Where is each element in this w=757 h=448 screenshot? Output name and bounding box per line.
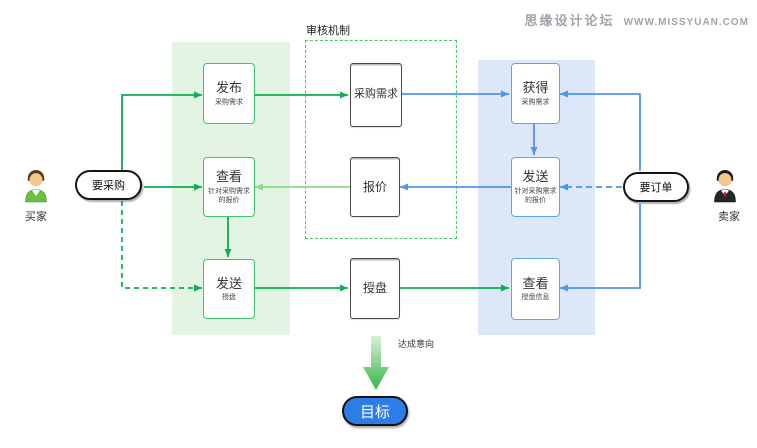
node-subtitle: 授盘 xyxy=(222,294,236,302)
node-audit-demand: 采购需求 xyxy=(350,63,402,127)
node-subtitle: 针对采购需求的报价 xyxy=(514,187,557,204)
node-title: 发布 xyxy=(215,80,242,96)
audit-area-rect xyxy=(305,40,457,239)
node-title: 查看 xyxy=(215,169,242,185)
node-title: 授盘 xyxy=(362,281,387,296)
node-buyer-send: 发送 授盘 xyxy=(203,259,255,319)
node-seller-send: 发送 针对采购需求的报价 xyxy=(511,157,560,217)
watermark-site-name: 思缘设计论坛 xyxy=(524,13,615,28)
buyer-person-icon xyxy=(25,170,47,203)
outcome-arrow xyxy=(363,336,389,390)
node-audit-quote: 报价 xyxy=(350,157,400,217)
watermark: 思缘设计论坛 WWW.MISSYUAN.COM xyxy=(525,10,749,29)
node-title: 发送 xyxy=(215,275,242,291)
node-subtitle: 采购需求 xyxy=(215,98,243,106)
node-subtitle: 采购需求 xyxy=(521,98,550,106)
node-seller-obtain: 获得 采购需求 xyxy=(511,63,560,124)
seller-person-icon xyxy=(714,170,736,203)
node-title: 发送 xyxy=(522,169,549,185)
goal-node: 目标 xyxy=(342,396,408,426)
node-title: 获得 xyxy=(522,80,549,96)
buyer-label: 买家 xyxy=(25,211,47,223)
node-seller-view: 查看 授盘信息 xyxy=(511,258,560,320)
audit-area-label: 审核机制 xyxy=(306,25,350,37)
outcome-arrow-label: 达成意向 xyxy=(398,339,435,349)
node-subtitle: 授盘信息 xyxy=(521,294,550,302)
node-subtitle: 针对采购需求的报价 xyxy=(208,187,250,204)
node-title: 查看 xyxy=(522,275,549,291)
node-buyer-publish: 发布 采购需求 xyxy=(203,63,255,124)
watermark-site-url: WWW.MISSYUAN.COM xyxy=(623,17,749,28)
node-audit-offer: 授盘 xyxy=(350,258,400,319)
seller-label: 卖家 xyxy=(718,211,740,223)
node-title: 报价 xyxy=(362,179,387,194)
terminator-want-purchase: 要采购 xyxy=(75,170,142,200)
node-title: 采购需求 xyxy=(354,88,398,101)
terminator-want-order: 要订单 xyxy=(623,172,689,202)
node-buyer-view: 查看 针对采购需求的报价 xyxy=(203,157,255,217)
